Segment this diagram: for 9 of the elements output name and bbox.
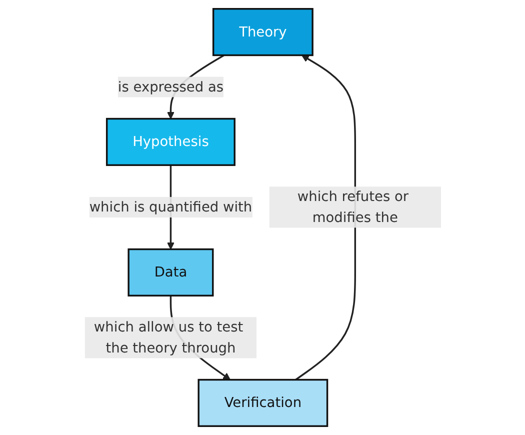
node-box: Theory [212, 8, 313, 56]
edge-label: is expressed as [117, 78, 224, 95]
edge-label: which refutes or modifies the [296, 188, 408, 226]
node-box: Verification [197, 378, 328, 427]
edge-label: which allow us to test the theory through [94, 318, 243, 356]
node-box: Hypothesis [106, 118, 236, 166]
node-box: Data [127, 248, 214, 296]
arrow [294, 54, 356, 380]
edge-label: which is quantified with [88, 198, 252, 215]
